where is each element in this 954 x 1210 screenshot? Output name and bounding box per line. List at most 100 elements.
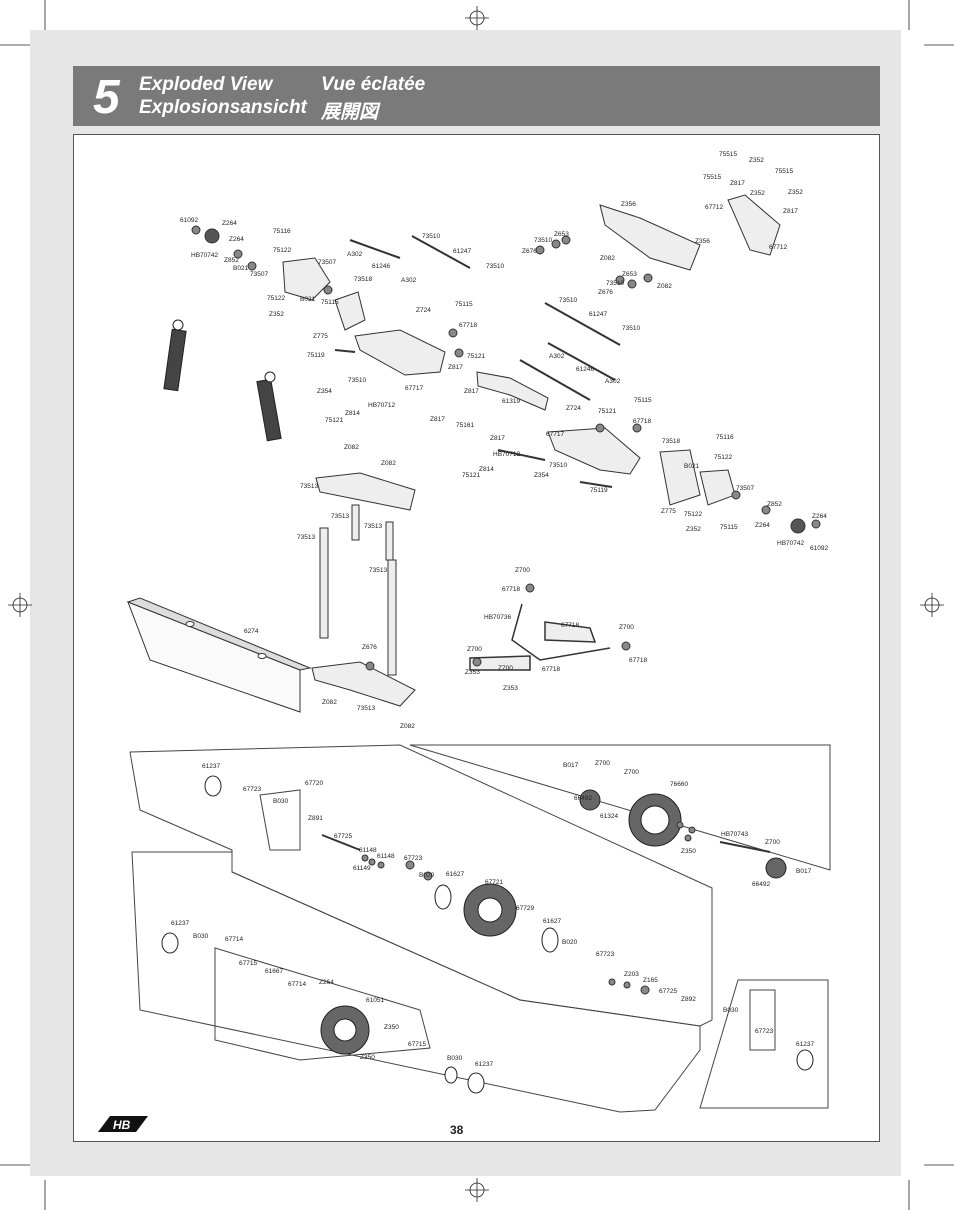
part-label: Z817 [730, 180, 745, 187]
part-label: 67717 [546, 431, 564, 438]
part-label: B021 [684, 463, 700, 470]
sway-bar [469, 603, 611, 671]
part-label: 67718 [561, 622, 579, 629]
suspension-arms [354, 194, 781, 475]
part-label: Z814 [345, 410, 360, 417]
part-label: 75122 [273, 247, 291, 254]
title-fr: Vue éclatée [321, 74, 426, 95]
part-label: HB70736 [484, 614, 511, 621]
part-label: Z264 [229, 236, 244, 243]
part-label: 75119 [307, 352, 325, 359]
part-label: 75119 [590, 487, 608, 494]
part-label: B021 [233, 265, 249, 272]
part-label: 75121 [462, 472, 480, 479]
hub-carriers [204, 228, 806, 534]
part-label: 61237 [202, 763, 220, 770]
part-label: 75122 [714, 454, 732, 461]
part-label: 67715 [239, 960, 257, 967]
part-label: Z356 [621, 201, 636, 208]
part-label: 73510 [549, 462, 567, 469]
part-label: Z350 [384, 1024, 399, 1031]
part-label: Z082 [657, 283, 672, 290]
part-label: B030 [447, 1055, 463, 1062]
part-label: 61246 [372, 263, 390, 270]
part-label: 75122 [684, 511, 702, 518]
gears [161, 775, 814, 1094]
part-label: Z356 [695, 238, 710, 245]
part-label: 61237 [475, 1061, 493, 1068]
shock-towers [311, 472, 416, 707]
part-label: Z350 [681, 848, 696, 855]
part-label: 61051 [366, 997, 384, 1004]
title-ja: 展開図 [321, 102, 379, 123]
part-label: 61319 [502, 398, 520, 405]
part-label: 75515 [703, 174, 721, 181]
part-label: Z082 [344, 444, 359, 451]
part-label: 66492 [752, 881, 770, 888]
title-en: Exploded View [139, 74, 273, 95]
part-label: A302 [347, 251, 363, 258]
part-label: Z724 [416, 307, 431, 314]
part-label: Z817 [490, 435, 505, 442]
part-label: 61149 [353, 865, 371, 872]
part-label: Z264 [222, 220, 237, 227]
part-label: B030 [273, 798, 289, 805]
part-label: 75121 [598, 408, 616, 415]
part-label: Z352 [269, 311, 284, 318]
part-label: 73507 [736, 485, 754, 492]
part-label: B030 [723, 1007, 739, 1014]
part-label: 61247 [589, 311, 607, 318]
part-label: 67723 [755, 1028, 773, 1035]
part-label: 61092 [180, 217, 198, 224]
part-label: B017 [796, 868, 812, 875]
part-label: Z700 [619, 624, 634, 631]
part-label: 73513 [364, 523, 382, 530]
part-label: 61148 [377, 853, 395, 860]
part-label: 75515 [775, 168, 793, 175]
part-label: 73513 [331, 513, 349, 520]
part-label: A302 [549, 353, 565, 360]
part-label: Z676 [598, 289, 613, 296]
part-label: Z082 [400, 723, 415, 730]
part-label: 73510 [622, 325, 640, 332]
part-label: HB70742 [777, 540, 804, 547]
part-label: Z082 [322, 699, 337, 706]
part-label: 75161 [456, 422, 474, 429]
part-label: 61092 [810, 545, 828, 552]
part-label: Z350 [360, 1054, 375, 1061]
small-hardware [191, 225, 821, 995]
part-label: 67723 [596, 951, 614, 958]
part-label: 75121 [325, 417, 343, 424]
part-label: B021 [300, 296, 316, 303]
part-label: 67729 [516, 905, 534, 912]
part-label: 73510 [559, 297, 577, 304]
part-label: HB70743 [721, 831, 748, 838]
part-label: 75121 [467, 353, 485, 360]
part-label: 67720 [305, 780, 323, 787]
part-label: Z352 [749, 157, 764, 164]
part-label: 73513 [369, 567, 387, 574]
part-label: 73518 [662, 438, 680, 445]
part-label: Z700 [515, 567, 530, 574]
part-label: Z700 [498, 665, 513, 672]
part-label: 67725 [334, 833, 352, 840]
part-label: Z817 [448, 364, 463, 371]
shock-absorbers [163, 319, 282, 442]
part-label: 73510 [486, 263, 504, 270]
part-label: B030 [193, 933, 209, 940]
part-label: 73507 [250, 271, 268, 278]
part-label: 67725 [659, 988, 677, 995]
title-de: Explosionsansicht [139, 97, 307, 118]
part-label: 67718 [542, 666, 560, 673]
part-label: 61627 [543, 918, 561, 925]
part-label: 67714 [225, 936, 243, 943]
part-label: Z891 [308, 815, 323, 822]
part-label: 61148 [359, 847, 377, 854]
part-label: Z354 [317, 388, 332, 395]
part-label: 67718 [629, 657, 647, 664]
part-label: 73518 [354, 276, 372, 283]
part-label: HB70742 [191, 252, 218, 259]
part-label: HB70712 [493, 451, 520, 458]
